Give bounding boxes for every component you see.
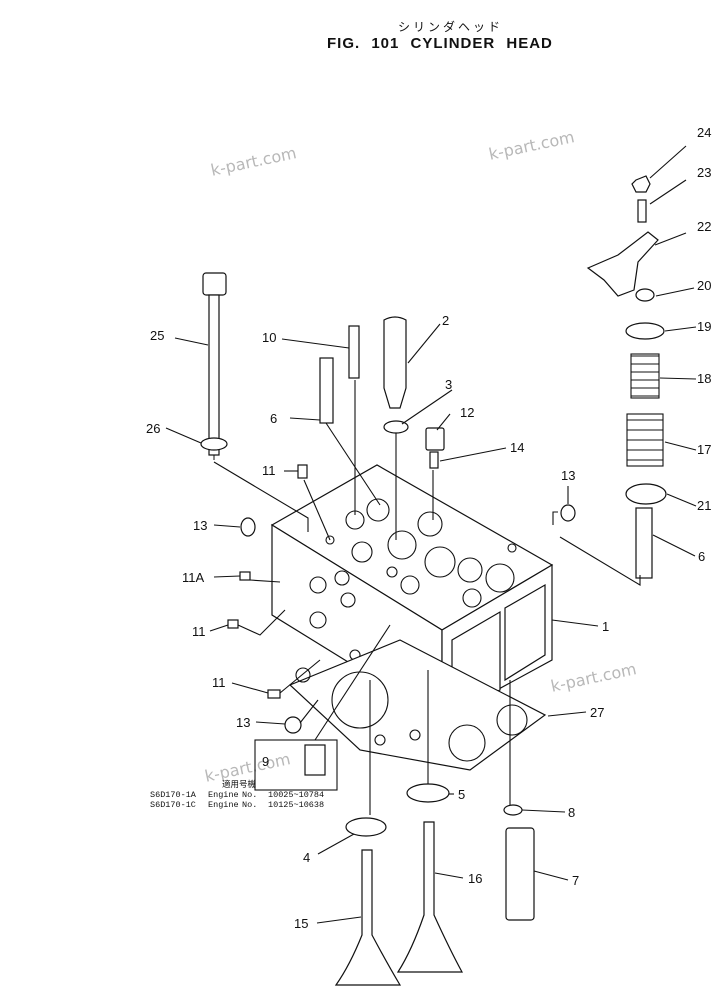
nut-24 bbox=[631, 175, 651, 193]
callout-labels: 24 23 22 20 19 18 17 21 6 25 10 2 3 6 12… bbox=[146, 125, 711, 931]
spring-retainer-19 bbox=[625, 322, 665, 340]
dowel-10 bbox=[348, 325, 360, 379]
cap-13-left bbox=[240, 517, 256, 537]
plug-11 bbox=[297, 464, 308, 479]
callout-22: 22 bbox=[697, 219, 711, 234]
intake-valve-15 bbox=[334, 849, 402, 986]
callout-19: 19 bbox=[697, 319, 711, 334]
spring-seat-21 bbox=[625, 483, 667, 505]
applicable-header: 適用号機 bbox=[222, 780, 257, 790]
leader-lines bbox=[165, 145, 697, 924]
callout-21: 21 bbox=[697, 498, 711, 513]
figure-title: FIG. 101 CYLINDER HEAD bbox=[327, 35, 553, 52]
callout-10: 10 bbox=[262, 330, 276, 345]
valve-bridge-22 bbox=[586, 231, 659, 297]
callout-16: 16 bbox=[468, 871, 482, 886]
callout-6: 6 bbox=[270, 411, 277, 426]
plug-11-side bbox=[267, 689, 281, 699]
callout-17: 17 bbox=[697, 442, 711, 457]
valve-seat-5 bbox=[406, 783, 450, 803]
sleeve-9 bbox=[304, 744, 326, 776]
callout-8: 8 bbox=[568, 805, 575, 820]
callout-7: 7 bbox=[572, 873, 579, 888]
injector-sleeve-7 bbox=[505, 827, 535, 921]
exhaust-valve-16 bbox=[396, 821, 464, 973]
head-gasket bbox=[288, 639, 547, 771]
valve-guide-6 bbox=[319, 357, 334, 424]
callout-11A: 11A bbox=[182, 570, 204, 585]
cap-13-right bbox=[560, 504, 576, 522]
callout-13-right: 13 bbox=[561, 468, 575, 483]
plug-12 bbox=[425, 427, 445, 451]
callout-11-top: 11 bbox=[262, 463, 276, 478]
callout-24: 24 bbox=[697, 125, 711, 140]
dowel-14 bbox=[429, 451, 439, 469]
valve-train bbox=[586, 175, 667, 579]
callout-26: 26 bbox=[146, 421, 160, 436]
sleeve-9-box bbox=[254, 739, 338, 791]
callout-3: 3 bbox=[445, 377, 452, 392]
callout-25: 25 bbox=[150, 328, 164, 343]
callout-14: 14 bbox=[510, 440, 524, 455]
bolt-25 bbox=[202, 272, 227, 456]
callout-11-low: 11 bbox=[212, 675, 226, 690]
callout-23: 23 bbox=[697, 165, 711, 180]
inner-spring-18 bbox=[630, 353, 660, 399]
cotter-20 bbox=[635, 288, 655, 302]
callout-9: 9 bbox=[262, 754, 269, 769]
valve-seat-4 bbox=[345, 817, 387, 837]
callout-13-bottom: 13 bbox=[236, 715, 250, 730]
callout-4: 4 bbox=[303, 850, 310, 865]
injector-sleeve-2 bbox=[383, 316, 407, 409]
callout-20: 20 bbox=[697, 278, 711, 293]
title-japanese: シリンダヘッド bbox=[398, 20, 504, 34]
callout-1: 1 bbox=[602, 619, 609, 634]
outer-spring-17 bbox=[626, 413, 664, 467]
callout-27: 27 bbox=[590, 705, 604, 720]
cap-13-bottom bbox=[284, 716, 302, 734]
callout-11-mid: 11 bbox=[192, 624, 206, 639]
plug-11-lower bbox=[227, 619, 239, 629]
callout-15: 15 bbox=[294, 916, 308, 931]
callout-18: 18 bbox=[697, 371, 711, 386]
valve-guide-6-right bbox=[635, 507, 653, 579]
callout-2: 2 bbox=[442, 313, 449, 328]
callout-6-right: 6 bbox=[698, 549, 705, 564]
plug-11A bbox=[239, 571, 251, 581]
adjust-screw-23 bbox=[637, 199, 647, 223]
callout-12: 12 bbox=[460, 405, 474, 420]
callout-13-left: 13 bbox=[193, 518, 207, 533]
o-ring-8 bbox=[503, 804, 523, 816]
callout-5: 5 bbox=[458, 787, 465, 802]
washer-26 bbox=[200, 437, 228, 451]
